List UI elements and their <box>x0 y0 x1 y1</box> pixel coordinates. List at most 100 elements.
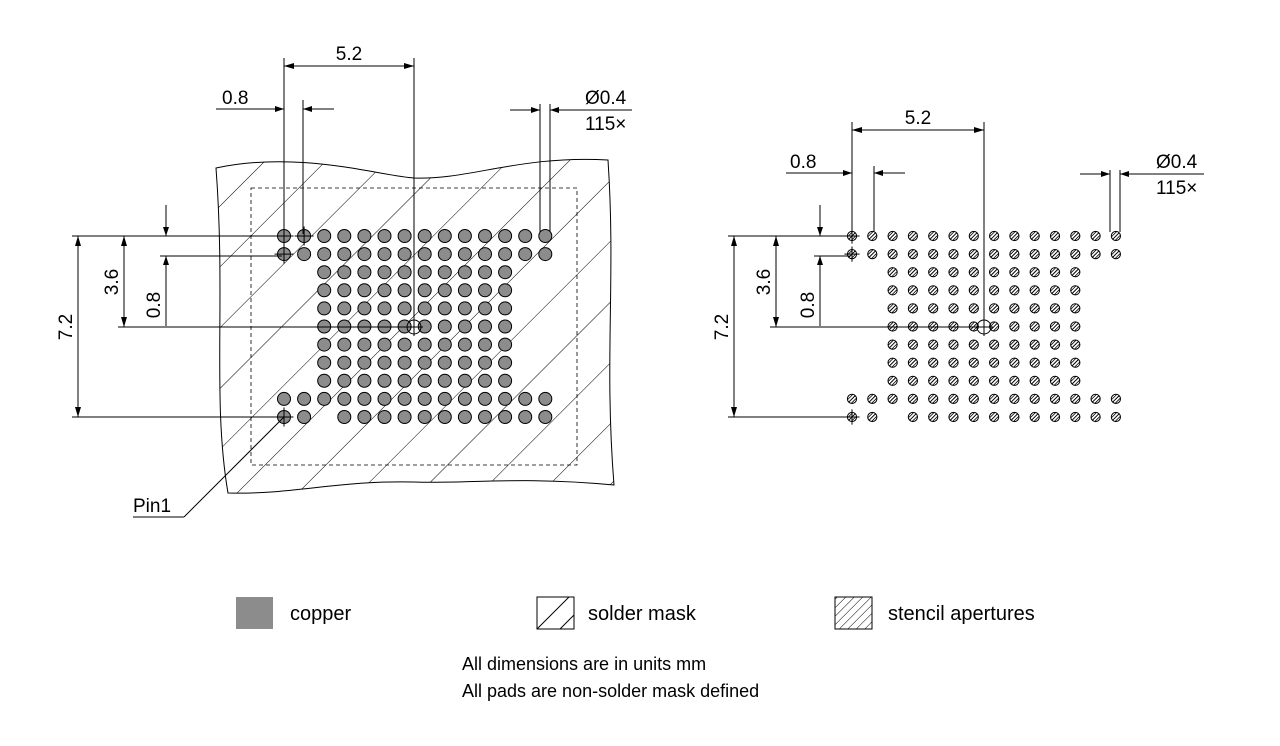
copper-pad <box>498 410 513 424</box>
stencil-aperture <box>1049 393 1061 404</box>
copper-pad <box>478 337 492 352</box>
copper-pad <box>518 229 533 243</box>
center-marker <box>975 318 993 336</box>
solder-mask-swatch <box>536 596 575 630</box>
copper-pad <box>377 391 392 406</box>
copper-pad <box>498 229 513 243</box>
copper-pad <box>417 283 432 298</box>
stencil-aperture <box>1070 339 1081 350</box>
dimension-label: 7.2 <box>56 314 77 340</box>
copper-pad <box>478 391 492 406</box>
dimension-vertical-7-2: 7.2 <box>712 235 850 418</box>
stencil-aperture <box>1070 230 1081 242</box>
dimension-vertical-3-6: 3.6 <box>754 236 977 328</box>
copper-pad <box>457 373 472 388</box>
stencil-aperture <box>907 285 919 296</box>
stencil-aperture <box>989 267 1000 278</box>
copper-pad <box>518 410 533 424</box>
stencil-aperture <box>1009 267 1020 278</box>
stencil-aperture <box>968 411 979 423</box>
copper-pad <box>377 355 392 370</box>
dimension-label: 5.2 <box>336 44 362 65</box>
stencil-aperture <box>1049 411 1061 423</box>
copper-pad <box>377 301 392 316</box>
legend-label-stencil: stencil apertures <box>888 603 1035 625</box>
copper-pad <box>478 229 492 243</box>
stencil-aperture <box>1090 249 1101 260</box>
stencil-aperture <box>844 246 860 262</box>
stencil-aperture <box>907 357 919 368</box>
copper-pad <box>317 265 332 280</box>
stencil-aperture <box>928 375 939 386</box>
stencil-aperture <box>968 267 979 278</box>
stencil-aperture <box>1070 303 1081 314</box>
stencil-aperture <box>948 393 959 404</box>
stencil-aperture <box>928 411 939 423</box>
pad-count-label: 115× <box>1156 178 1197 199</box>
stencil-aperture <box>1009 339 1020 350</box>
copper-pad <box>498 355 513 370</box>
copper-pad <box>457 391 472 406</box>
copper-pad <box>478 301 492 316</box>
copper-pad <box>397 247 412 262</box>
left-footprint-view: 5.2 0.8 Ø0.4 115× <box>56 44 632 518</box>
stencil-aperture <box>928 339 939 350</box>
stencil-aperture <box>948 375 959 386</box>
copper-pad <box>457 301 472 316</box>
stencil-aperture <box>928 230 939 242</box>
stencil-aperture <box>1049 267 1061 278</box>
stencil-aperture <box>1070 249 1081 260</box>
stencil-aperture <box>1029 411 1040 423</box>
stencil-aperture <box>1029 375 1040 386</box>
stencil-aperture <box>928 285 939 296</box>
dimension-label: 3.6 <box>102 269 123 295</box>
stencil-aperture <box>907 230 919 242</box>
stencil-aperture <box>1070 285 1081 296</box>
dimension-pitch-horizontal: 0.8 <box>216 88 334 234</box>
stencil-aperture <box>948 285 959 296</box>
dimension-vertical-3-6: 3.6 <box>102 236 407 328</box>
stencil-aperture <box>1009 357 1020 368</box>
dimension-label: Ø0.4 <box>1156 152 1198 173</box>
stencil-aperture <box>1070 411 1081 423</box>
copper-pad <box>498 337 513 352</box>
legend: copper solder mask stencil apertures <box>236 596 1035 630</box>
dimension-label: Ø0.4 <box>585 88 627 109</box>
copper-pad <box>377 229 392 243</box>
stencil-aperture <box>1049 339 1061 350</box>
copper-pad <box>437 373 452 388</box>
copper-pad <box>397 355 412 370</box>
stencil-aperture <box>844 228 860 244</box>
copper-pad <box>277 391 291 406</box>
copper-pad <box>457 247 472 262</box>
stencil-aperture <box>1029 339 1040 350</box>
stencil-aperture <box>948 267 959 278</box>
legend-label-copper: copper <box>290 603 351 625</box>
copper-pad <box>377 410 392 424</box>
stencil-aperture <box>1070 393 1081 404</box>
copper-pad <box>417 355 432 370</box>
dimension-vertical-0-8: 0.8 <box>144 205 282 326</box>
copper-pad <box>478 410 492 424</box>
copper-pad <box>337 265 352 280</box>
pin1-label: Pin1 <box>133 496 171 517</box>
dimension-label: 3.6 <box>754 269 775 295</box>
copper-pad <box>498 247 513 262</box>
copper-pad <box>337 301 352 316</box>
stencil-aperture <box>989 285 1000 296</box>
copper-pad <box>417 301 432 316</box>
stencil-aperture <box>928 393 939 404</box>
stencil-aperture <box>968 230 979 242</box>
stencil-aperture <box>1090 411 1101 423</box>
stencil-aperture <box>1029 230 1040 242</box>
copper-pad <box>437 301 452 316</box>
copper-pad <box>317 247 332 262</box>
copper-pad <box>538 247 553 262</box>
copper-pad <box>457 283 472 298</box>
dimension-label: 0.8 <box>222 88 248 109</box>
copper-pad <box>317 373 332 388</box>
stencil-aperture <box>887 375 898 386</box>
copper-pad <box>297 391 312 406</box>
copper-pad <box>437 247 452 262</box>
stencil-aperture <box>968 375 979 386</box>
